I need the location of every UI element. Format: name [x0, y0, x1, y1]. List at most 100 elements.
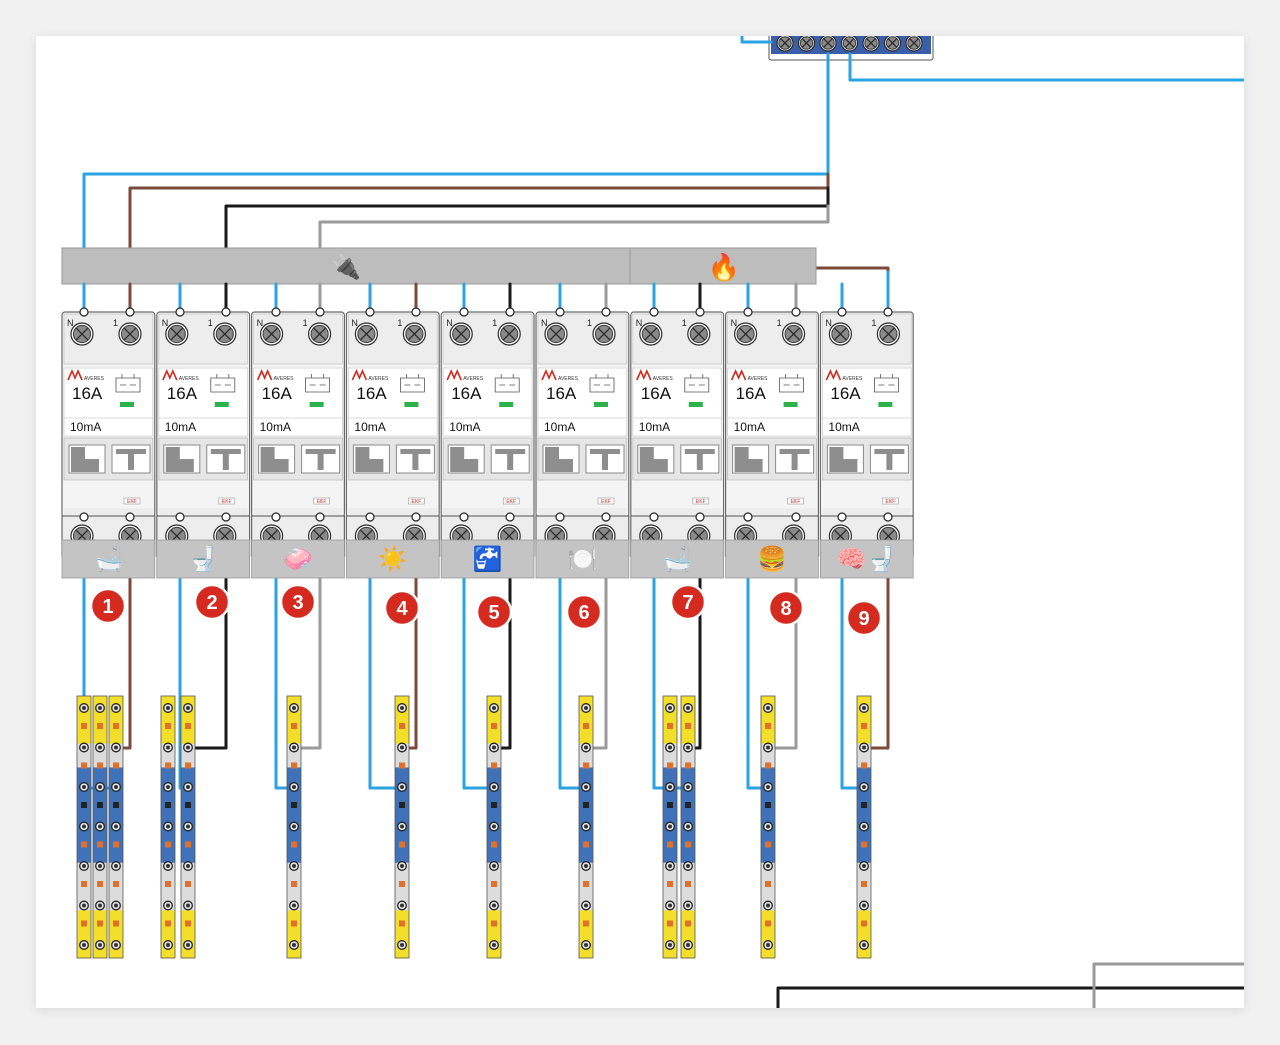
terminal-screw-center	[98, 785, 102, 789]
wire-connection-dot	[791, 512, 801, 522]
n-label: N	[162, 318, 169, 328]
terminal-screw-center	[186, 745, 190, 750]
terminal-segment	[395, 719, 409, 745]
maker-name: EKF	[412, 499, 422, 505]
terminal-screw-center	[114, 706, 118, 710]
circuit-number-badge: 7	[669, 583, 707, 621]
brand-name: AVERES	[653, 376, 674, 382]
terminal-marker	[861, 802, 867, 808]
brand-name: AVERES	[748, 376, 769, 382]
terminal-marker	[667, 841, 673, 848]
neutral-out-wire	[558, 515, 588, 790]
terminal-marker	[583, 920, 589, 927]
circuit-number-badge: 8	[767, 589, 805, 627]
screw-slot	[833, 327, 847, 341]
room-label-cell: 🚰	[440, 539, 535, 579]
terminal-label: 1	[871, 318, 876, 328]
status-indicator	[404, 402, 419, 407]
terminal-outline	[92, 695, 108, 959]
terminal-screw-center	[766, 745, 770, 750]
terminal-block	[680, 695, 696, 959]
n-label: N	[731, 318, 738, 328]
maker-badge	[597, 497, 615, 505]
wire-connection-dot	[743, 512, 753, 522]
rcbo-breaker: N1AVERES16A10mAEKFN2	[251, 311, 346, 557]
room-label-bg	[345, 539, 440, 579]
test-button	[874, 449, 905, 470]
terminal-outline	[578, 695, 594, 959]
terminal-segment	[287, 838, 301, 864]
room-label-bg	[61, 539, 156, 579]
brand-logo	[636, 369, 652, 381]
maker-badge	[218, 497, 236, 505]
terminal-screw-center	[114, 824, 118, 829]
terminal-block	[662, 695, 678, 959]
wire-connection-dot	[601, 307, 611, 317]
terminal-segment	[761, 838, 775, 864]
terminal-screw-center	[292, 864, 296, 868]
circuit-number-badge: 5	[475, 593, 513, 631]
terminal-screw-center	[400, 864, 404, 868]
terminal-screw-center	[98, 824, 102, 829]
terminal-outline	[856, 695, 872, 959]
terminal-marker	[399, 841, 405, 848]
wire-connection-dot	[365, 512, 375, 522]
terminal-screw-center	[98, 706, 102, 710]
terminal-segment	[857, 838, 871, 864]
screw-slot	[549, 327, 563, 341]
terminal-marker	[685, 802, 691, 808]
rcbo-breaker: N1AVERES16A10mAEKFN2	[61, 311, 156, 557]
screw-slot	[692, 327, 706, 341]
terminal-marker	[399, 762, 405, 769]
toggle-lever	[165, 447, 194, 472]
brand-logo	[541, 369, 557, 381]
rating-label: 16A	[72, 384, 103, 403]
circuit-number-badge: 2	[193, 583, 231, 621]
n-label: N	[257, 318, 264, 328]
wire-connection-dot	[365, 307, 375, 317]
terminal-screw-center	[668, 706, 672, 710]
wire-connection-dot	[505, 512, 515, 522]
leak-label: 10mA	[639, 420, 670, 434]
terminal-screw-center	[82, 864, 86, 868]
terminal-outline	[108, 695, 124, 959]
circuit-number-badge: 6	[565, 593, 603, 631]
terminal-marker	[185, 762, 191, 769]
circuit-number-badge: 9	[845, 599, 883, 637]
badge-circle	[89, 587, 127, 625]
badge-number: 9	[858, 608, 869, 630]
terminal-screw-center	[98, 864, 102, 868]
terminal-screw-center	[584, 824, 588, 829]
wire-connection-dot	[125, 512, 135, 522]
terminal-marker	[765, 723, 771, 729]
badge-number: 1	[102, 596, 113, 618]
wire-connection-dot	[649, 512, 659, 522]
screw-slot	[597, 327, 611, 341]
terminal-screw-center	[82, 785, 86, 789]
leak-label: 10mA	[828, 420, 859, 434]
label-panel	[253, 367, 343, 437]
wire-connection-dot	[649, 307, 659, 317]
test-button	[400, 449, 431, 470]
terminal-marker	[113, 881, 119, 887]
lower-grey-wire	[1092, 962, 1244, 1008]
wire-connection-dot	[695, 307, 705, 317]
terminal-marker	[185, 920, 191, 927]
terminal-screw-center	[82, 943, 86, 947]
terminal-screw-center	[82, 903, 86, 908]
terminal-marker	[97, 841, 103, 848]
terminal-marker	[81, 841, 87, 848]
terminal-screw-center	[584, 785, 588, 789]
maker-badge	[408, 497, 425, 505]
terminal-screw-center	[766, 943, 770, 947]
phase-out-wire	[862, 515, 890, 750]
rating-label: 16A	[641, 384, 672, 403]
rating-label: 16A	[356, 384, 387, 403]
terminal-screw-center	[292, 903, 296, 908]
terminal-screw-center	[186, 824, 190, 829]
neutral-main-wire	[82, 52, 830, 250]
terminal-marker	[765, 920, 771, 927]
test-button	[590, 449, 620, 470]
terminal-screw-center	[114, 785, 118, 789]
n-label: N	[67, 318, 74, 328]
